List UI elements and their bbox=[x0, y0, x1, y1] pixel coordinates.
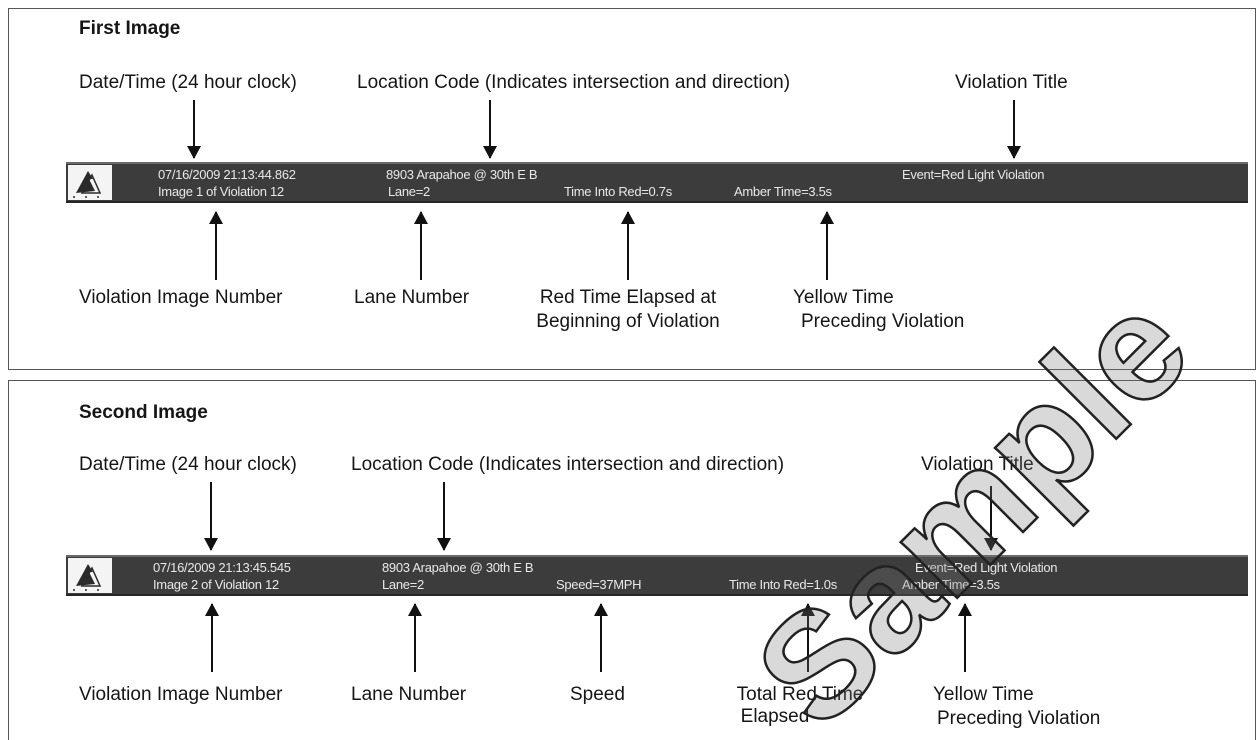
second-image-panel bbox=[8, 380, 1256, 740]
second-yellow-time-label-line2: Preceding Violation bbox=[937, 708, 1101, 729]
second-bar-location: 8903 Arapahoe @ 30th E B bbox=[382, 560, 534, 575]
first-image-number-label: Violation Image Number bbox=[79, 287, 283, 308]
first-location-arrow bbox=[483, 100, 497, 159]
second-violation-title-label: Violation Title bbox=[921, 454, 1034, 475]
first-violation-title-arrow bbox=[1007, 100, 1021, 159]
first-bar-time-into-red: Time Into Red=0.7s bbox=[564, 184, 672, 199]
second-bar-time-into-red: Time Into Red=1.0s bbox=[729, 577, 837, 592]
second-bar-lane: Lane=2 bbox=[382, 577, 424, 592]
second-yellow-time-arrow bbox=[958, 603, 972, 672]
first-datetime-arrow bbox=[187, 100, 201, 159]
first-bar-image: Image 1 of Violation 12 bbox=[158, 184, 284, 199]
camera-logo-icon bbox=[68, 165, 112, 200]
second-violation-title-arrow bbox=[984, 486, 998, 551]
second-total-red-label-line2: Elapsed bbox=[740, 706, 810, 727]
first-image-heading: First Image bbox=[79, 18, 181, 39]
first-location-label: Location Code (Indicates intersection an… bbox=[357, 72, 791, 93]
first-image-panel bbox=[8, 8, 1256, 370]
first-bar-event: Event=Red Light Violation bbox=[902, 167, 1045, 182]
first-red-time-arrow bbox=[621, 211, 635, 280]
first-datetime-label: Date/Time (24 hour clock) bbox=[79, 72, 297, 93]
second-data-bar: 07/16/2009 21:13:45.545 Image 2 of Viola… bbox=[66, 555, 1248, 596]
first-red-time-label-line2: Beginning of Violation bbox=[536, 311, 720, 332]
second-lane-arrow bbox=[408, 603, 422, 672]
second-speed-label: Speed bbox=[570, 684, 625, 705]
second-yellow-time-label-line1: Yellow Time bbox=[933, 684, 1034, 705]
second-lane-label: Lane Number bbox=[351, 684, 467, 705]
second-image-heading: Second Image bbox=[79, 402, 208, 423]
second-datetime-arrow bbox=[204, 482, 218, 551]
first-bar-location: 8903 Arapahoe @ 30th E B bbox=[386, 167, 538, 182]
camera-logo-icon bbox=[68, 558, 112, 593]
first-data-bar: 07/16/2009 21:13:44.862 Image 1 of Viola… bbox=[66, 162, 1248, 203]
first-bar-amber-time: Amber Time=3.5s bbox=[734, 184, 832, 199]
second-bar-event: Event=Red Light Violation bbox=[915, 560, 1058, 575]
second-image-number-label: Violation Image Number bbox=[79, 684, 283, 705]
second-speed-arrow bbox=[594, 603, 608, 672]
second-datetime-label: Date/Time (24 hour clock) bbox=[79, 454, 297, 475]
second-location-arrow bbox=[437, 482, 451, 551]
second-bar-speed: Speed=37MPH bbox=[556, 577, 642, 592]
second-total-red-arrow bbox=[801, 603, 815, 672]
first-red-time-label-line1: Red Time Elapsed at bbox=[539, 287, 717, 308]
second-bar-image: Image 2 of Violation 12 bbox=[153, 577, 279, 592]
first-image-number-arrow bbox=[209, 211, 223, 280]
second-total-red-label-line1: Total Red Time bbox=[736, 684, 864, 705]
first-yellow-time-label-line2: Preceding Violation bbox=[801, 311, 965, 332]
first-lane-label: Lane Number bbox=[354, 287, 470, 308]
first-violation-title-label: Violation Title bbox=[955, 72, 1068, 93]
first-yellow-time-arrow bbox=[820, 211, 834, 280]
second-bar-amber-time: Amber Time=3.5s bbox=[902, 577, 1000, 592]
second-location-label: Location Code (Indicates intersection an… bbox=[351, 454, 785, 475]
first-bar-datetime: 07/16/2009 21:13:44.862 bbox=[158, 167, 296, 182]
second-image-number-arrow bbox=[205, 603, 219, 672]
first-yellow-time-label-line1: Yellow Time bbox=[793, 287, 894, 308]
first-lane-arrow bbox=[414, 211, 428, 280]
first-bar-lane: Lane=2 bbox=[388, 184, 430, 199]
second-bar-datetime: 07/16/2009 21:13:45.545 bbox=[153, 560, 291, 575]
